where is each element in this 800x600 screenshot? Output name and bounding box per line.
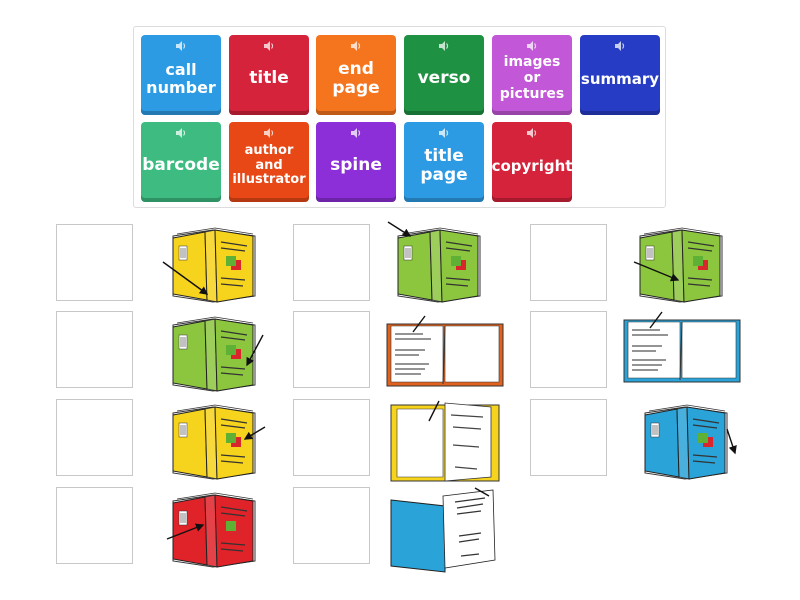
drop-slot[interactable] bbox=[530, 311, 607, 388]
tile-summary[interactable]: summary bbox=[580, 35, 660, 115]
tile-author-and-illustrator[interactable]: author and illustrator bbox=[229, 122, 309, 202]
green-book-arrow-cover-icon bbox=[622, 216, 742, 306]
speaker-icon[interactable] bbox=[263, 40, 275, 52]
speaker-icon[interactable] bbox=[175, 40, 187, 52]
tile-label: end page bbox=[332, 58, 380, 98]
word-bank bbox=[133, 26, 666, 208]
tile-spine[interactable]: spine bbox=[316, 122, 396, 202]
green-book-arrow-bottom-icon bbox=[380, 216, 500, 306]
tile-label: barcode bbox=[142, 155, 220, 176]
orange-open-book-verso-icon bbox=[385, 312, 505, 402]
speaker-icon[interactable] bbox=[526, 127, 538, 139]
drop-slot[interactable] bbox=[56, 311, 133, 388]
tile-call-number[interactable]: call number bbox=[141, 35, 221, 115]
tile-label: spine bbox=[330, 155, 382, 176]
tile-verso[interactable]: verso bbox=[404, 35, 484, 115]
tile-end-page[interactable]: end page bbox=[316, 35, 396, 115]
tile-label: images or pictures bbox=[499, 54, 565, 102]
tile-label: author and illustrator bbox=[232, 143, 306, 188]
drop-slot[interactable] bbox=[530, 224, 607, 301]
speaker-icon[interactable] bbox=[263, 127, 275, 139]
tile-label: title page bbox=[420, 145, 468, 185]
tile-label: call number bbox=[146, 60, 216, 97]
blue-open-book-copyright-icon bbox=[622, 308, 742, 398]
tile-label: copyright bbox=[491, 156, 573, 175]
drop-slot[interactable] bbox=[530, 399, 607, 476]
tile-images-or-pictures[interactable]: images or pictures bbox=[492, 35, 572, 115]
tile-barcode[interactable]: barcode bbox=[141, 122, 221, 202]
drop-slot[interactable] bbox=[293, 224, 370, 301]
blue-book-titlepage-icon bbox=[385, 486, 505, 576]
drop-slot[interactable] bbox=[293, 311, 370, 388]
speaker-icon[interactable] bbox=[526, 40, 538, 52]
speaker-icon[interactable] bbox=[614, 40, 626, 52]
tile-title-page[interactable]: title page bbox=[404, 122, 484, 202]
tile-title[interactable]: title bbox=[229, 35, 309, 115]
tile-copyright[interactable]: copyright bbox=[492, 122, 572, 202]
speaker-icon[interactable] bbox=[175, 127, 187, 139]
drop-slot[interactable] bbox=[56, 224, 133, 301]
yellow-book-arrow-spine-icon bbox=[155, 216, 275, 306]
speaker-icon[interactable] bbox=[350, 127, 362, 139]
speaker-icon[interactable] bbox=[438, 127, 450, 139]
speaker-icon[interactable] bbox=[350, 40, 362, 52]
tile-label: summary bbox=[580, 69, 660, 88]
speaker-icon[interactable] bbox=[438, 40, 450, 52]
drop-slot[interactable] bbox=[56, 399, 133, 476]
tile-label: verso bbox=[417, 68, 471, 89]
tile-label: title bbox=[249, 68, 289, 89]
green-book-arrow-barcode-icon bbox=[155, 305, 275, 395]
blue-book-arrow-author-icon bbox=[627, 393, 747, 483]
drop-slot[interactable] bbox=[293, 399, 370, 476]
yellow-book-arrow-title-icon bbox=[155, 393, 275, 483]
yellow-book-endpage-icon bbox=[385, 397, 505, 487]
drop-slot[interactable] bbox=[293, 487, 370, 564]
drop-slot[interactable] bbox=[56, 487, 133, 564]
red-book-arrow-callnumber-icon bbox=[155, 481, 275, 571]
